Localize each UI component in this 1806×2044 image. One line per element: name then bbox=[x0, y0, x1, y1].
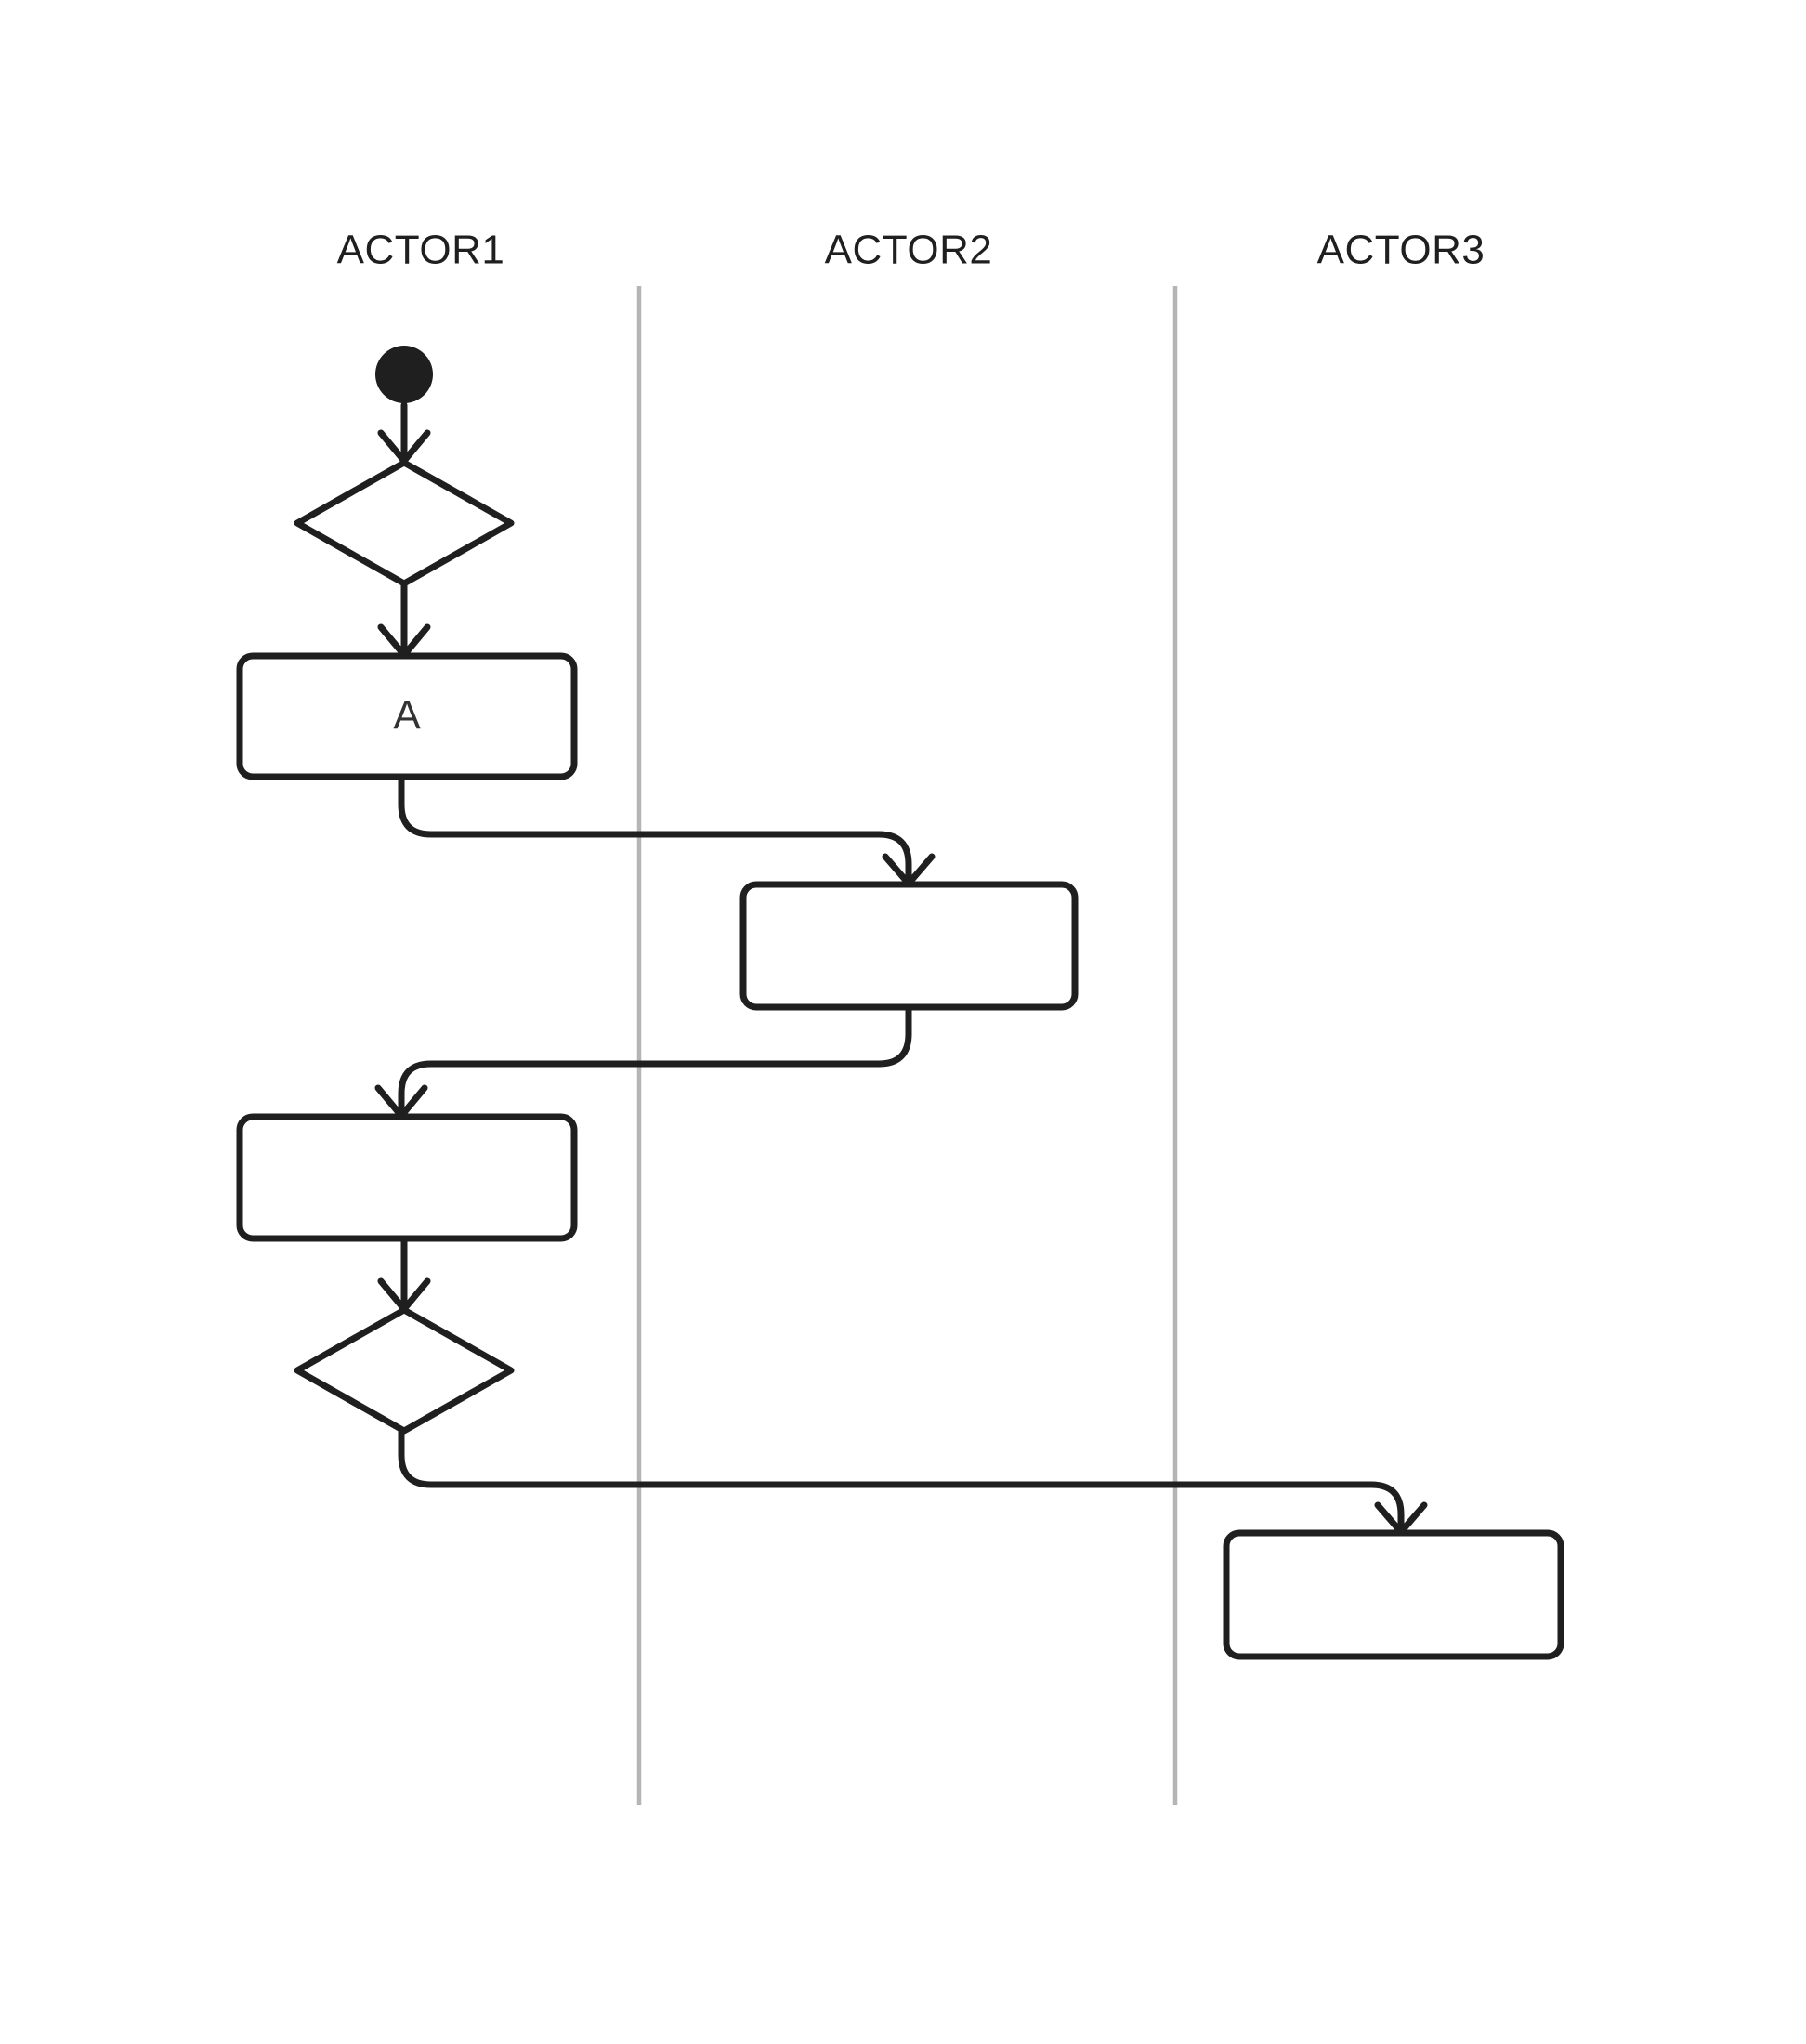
flow-nodes: A bbox=[236, 346, 1564, 1660]
lane-header-actor2: ACTOR2 bbox=[825, 228, 993, 273]
swimlane-headers: ACTOR1 ACTOR2 ACTOR3 bbox=[337, 228, 1485, 273]
action-node-a-label: A bbox=[393, 693, 421, 739]
action-node-2-box[interactable] bbox=[739, 881, 1079, 1011]
action-node-4-box[interactable] bbox=[1223, 1529, 1564, 1660]
action-node-3[interactable] bbox=[236, 1113, 578, 1242]
swimlane-dividers bbox=[636, 286, 1178, 1805]
lane-header-actor1: ACTOR1 bbox=[337, 228, 505, 273]
edge-action2-to-action3 bbox=[398, 1005, 912, 1117]
action-node-a-box[interactable] bbox=[236, 652, 578, 780]
edge-decision2-to-action4 bbox=[398, 1428, 1405, 1533]
action-node-3-box[interactable] bbox=[236, 1113, 578, 1242]
action-node-4[interactable] bbox=[1223, 1529, 1564, 1660]
decision-node-1[interactable] bbox=[294, 459, 515, 587]
action-node-a[interactable]: A bbox=[236, 652, 578, 780]
decision-node-2[interactable] bbox=[294, 1306, 515, 1435]
edge-actionA-to-action2 bbox=[398, 775, 912, 884]
lane-header-actor3: ACTOR3 bbox=[1317, 228, 1485, 273]
initial-node[interactable] bbox=[375, 346, 433, 403]
action-node-2[interactable] bbox=[739, 881, 1079, 1011]
